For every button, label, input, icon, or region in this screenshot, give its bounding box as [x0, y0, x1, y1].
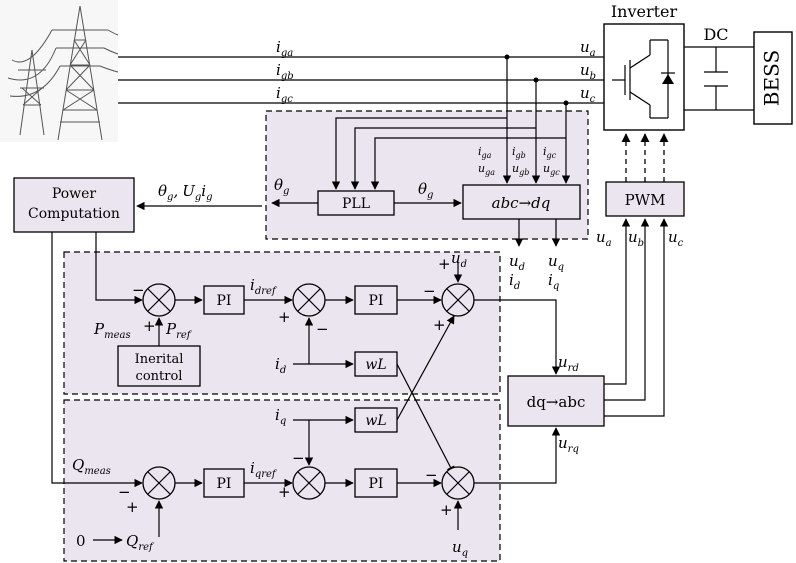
- sign-plus: +: [126, 498, 139, 516]
- pi-label: PI: [217, 293, 232, 309]
- pi-label: PI: [217, 476, 232, 492]
- wl-block-d: [354, 351, 398, 377]
- label-zero: 0: [76, 532, 86, 550]
- label-i-d-in: id: [275, 355, 286, 376]
- label-i-gc: igc: [276, 84, 293, 105]
- pwm-label: PWM: [625, 191, 666, 209]
- label-q-meas: Qmeas: [72, 456, 111, 477]
- label-u-b-pwm: ub: [628, 228, 644, 249]
- label-u-c-pwm: uc: [668, 228, 684, 249]
- label-i-gc-meas: igc: [543, 145, 557, 160]
- pi-label: PI: [369, 476, 384, 492]
- inertial-label-1: Inerital: [135, 352, 184, 367]
- label-u-q-in: uq: [452, 538, 468, 559]
- label-i-q-in: iq: [275, 406, 286, 427]
- label-p-meas: Pmeas: [93, 320, 131, 341]
- pll-region: [265, 110, 589, 240]
- dq-abc-label: dq→abc: [527, 393, 586, 411]
- sign-minus: −: [425, 466, 438, 484]
- label-i-ga-meas: iga: [478, 145, 492, 160]
- power-comp-label-2: Computation: [28, 206, 120, 222]
- label-i-gb: igb: [276, 61, 294, 82]
- sign-minus: −: [132, 281, 145, 299]
- pll-block: [317, 190, 395, 216]
- inverter-box: [603, 23, 685, 131]
- igbt-switch-icon: [612, 39, 675, 119]
- pi-block-current-q: [354, 468, 398, 498]
- label-i-gb-meas: igb: [512, 145, 526, 160]
- label-theta-g: θg: [418, 180, 433, 201]
- sign-minus: −: [292, 449, 305, 467]
- sign-minus: −: [316, 320, 329, 338]
- pi-block-power-d: [203, 285, 245, 315]
- label-feedback: θg,Ugig: [158, 182, 213, 203]
- sign-plus: +: [143, 317, 156, 335]
- label-u-rq: urq: [558, 434, 579, 455]
- pll-label: PLL: [342, 196, 370, 212]
- bess-label: BESS: [760, 50, 784, 106]
- sum-signs: − + + − − + + − + − + − +: [118, 255, 453, 519]
- inertial-label-2: control: [136, 369, 183, 384]
- label-u-gc-meas: ugc: [543, 162, 560, 177]
- label-u-d-out: ud: [509, 252, 525, 273]
- label-i-d-out: id: [509, 271, 520, 292]
- label-p-ref: Pref: [165, 320, 193, 341]
- label-u-c: uc: [580, 84, 596, 105]
- sign-plus: +: [438, 255, 451, 273]
- label-u-b: ub: [580, 61, 596, 82]
- pwm-block: [605, 181, 685, 217]
- dc-capacitor-icon: [704, 47, 728, 110]
- label-theta-g-pll-out: θg: [274, 176, 289, 197]
- label-u-a-pwm: ua: [596, 228, 612, 249]
- wl-label: wL: [365, 357, 386, 373]
- label-u-q-out: uq: [548, 252, 564, 273]
- label-u-a: ua: [580, 38, 596, 59]
- sign-minus: −: [423, 282, 436, 300]
- wl-label: wL: [365, 413, 386, 429]
- signal-labels: iga igb igc ua ub uc iga uga igb ugb igc…: [72, 38, 684, 559]
- sign-minus: −: [118, 483, 131, 501]
- wl-block-q: [354, 407, 398, 433]
- label-i-dref: idref: [250, 276, 278, 297]
- sign-plus: +: [440, 501, 453, 519]
- label-u-ga-meas: uga: [478, 162, 495, 177]
- label-u-gb-meas: ugb: [512, 162, 529, 177]
- label-u-rd: urd: [558, 353, 579, 374]
- bess-box: [753, 31, 793, 125]
- pi-block-current-d: [354, 285, 398, 315]
- label-i-q-out: iq: [548, 271, 559, 292]
- dq-to-abc-block: [507, 375, 605, 427]
- power-comp-label-1: Power: [52, 186, 97, 202]
- sign-plus: +: [278, 308, 291, 326]
- abc-to-dq-block: [462, 184, 581, 220]
- inverter-label: Inverter: [611, 2, 678, 21]
- label-i-ga: iga: [276, 38, 293, 59]
- power-computation-block: [13, 177, 135, 233]
- sign-plus: +: [278, 483, 291, 501]
- label-u-d-in: ud: [451, 249, 467, 270]
- label-q-ref: Qref: [126, 532, 155, 553]
- label-i-qref: iqref: [250, 459, 278, 480]
- pi-label: PI: [369, 293, 384, 309]
- dc-label: DC: [703, 25, 728, 44]
- sign-plus: +: [433, 316, 446, 334]
- abc-dq-label: abc→dq: [492, 194, 551, 212]
- transmission-tower-icon: [0, 0, 119, 142]
